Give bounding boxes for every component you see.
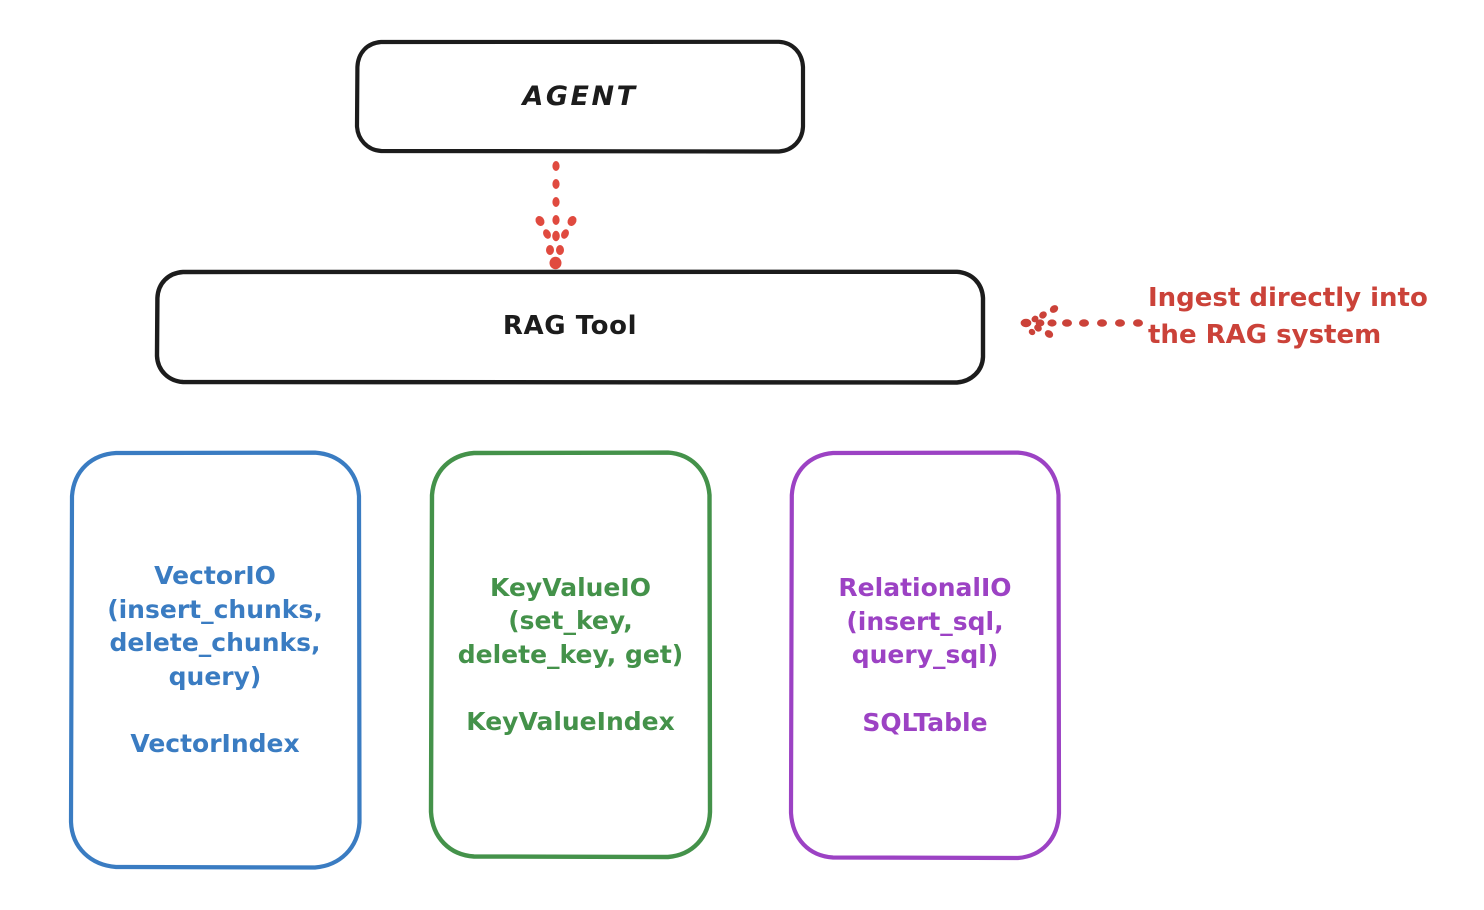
relational-io-label: RelationalIO (insert_sql, query_sql) (838, 573, 1012, 669)
node-vector-io[interactable]: VectorIO (insert_chunks, delete_chunks, … (68, 450, 362, 870)
relational-io-content: RelationalIO (insert_sql, query_sql) SQL… (788, 571, 1062, 739)
node-relational-io[interactable]: RelationalIO (insert_sql, query_sql) SQL… (788, 450, 1062, 861)
agent-label: AGENT (522, 80, 638, 112)
vector-io-content: VectorIO (insert_chunks, delete_chunks, … (68, 559, 362, 761)
agent-to-rag-arrow-icon (520, 160, 592, 270)
ingest-annotation-label: Ingest directly into the RAG system (1148, 283, 1428, 350)
vector-io-sub-label: VectorIndex (130, 729, 300, 759)
vector-io-label: VectorIO (insert_chunks, delete_chunks, … (107, 561, 323, 691)
key-value-io-content: KeyValueIO (set_key, delete_key, get) Ke… (428, 571, 713, 739)
relational-io-sub-label: SQLTable (862, 707, 988, 737)
ingest-to-rag-arrow-icon (1018, 300, 1144, 346)
node-rag-tool[interactable]: RAG Tool (154, 269, 986, 385)
rag-tool-label: RAG Tool (502, 311, 638, 342)
node-key-value-io[interactable]: KeyValueIO (set_key, delete_key, get) Ke… (428, 450, 713, 860)
node-agent[interactable]: AGENT (354, 39, 806, 154)
key-value-io-label: KeyValueIO (set_key, delete_key, get) (457, 572, 684, 669)
key-value-io-sub-label: KeyValueIndex (466, 707, 675, 736)
